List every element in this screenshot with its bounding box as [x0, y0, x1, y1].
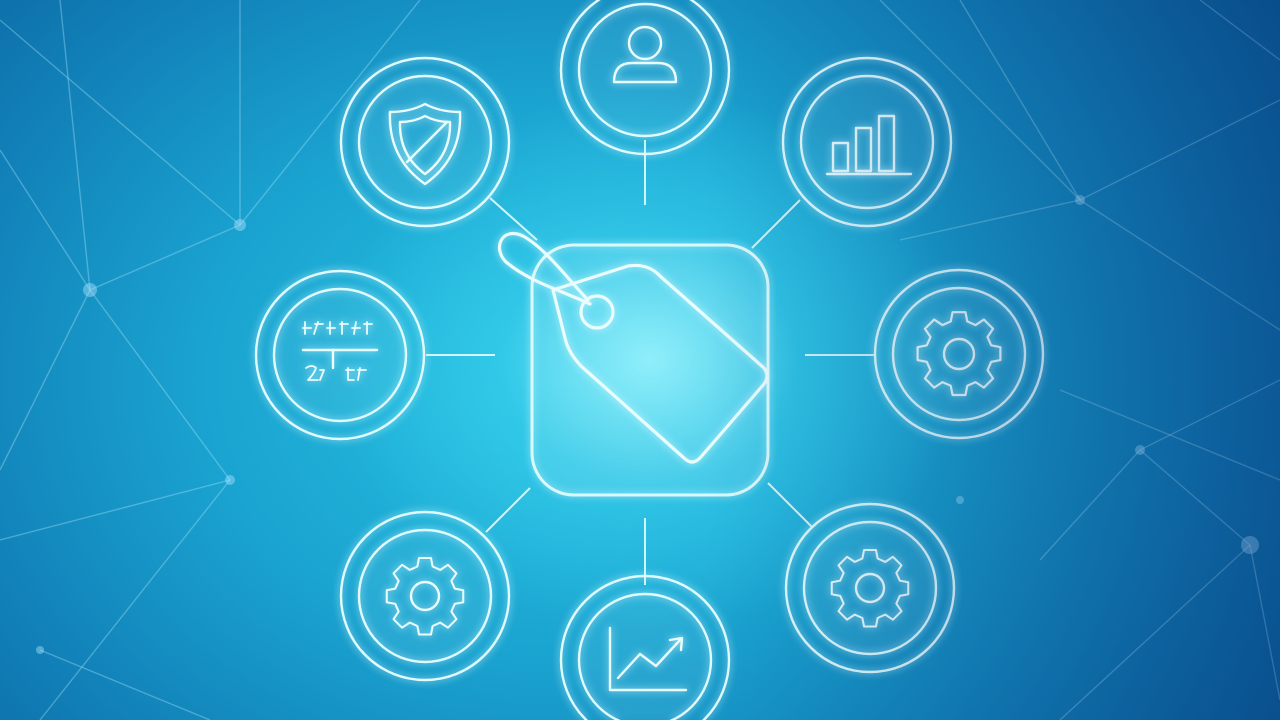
line-chart-icon: [608, 626, 688, 692]
node-data-sheet: [254, 269, 426, 441]
user-icon: [612, 25, 678, 84]
gear-icon: [916, 311, 1002, 397]
node-gear-bottom-right: [784, 502, 956, 674]
node-user: [559, 0, 731, 156]
node-gear-bottom-left: [339, 510, 511, 682]
node-gear-right: [873, 268, 1045, 440]
gear-icon: [385, 556, 465, 636]
node-line-chart: [559, 574, 731, 720]
bar-chart-icon: [825, 114, 913, 176]
price-tag-icon: [497, 232, 769, 464]
center-frame: [530, 243, 770, 497]
gear-icon: [830, 548, 910, 628]
node-shield: [339, 56, 511, 228]
node-bar-chart: [781, 56, 953, 228]
shield-icon: [388, 102, 462, 186]
data-sheet-icon: [301, 321, 379, 381]
